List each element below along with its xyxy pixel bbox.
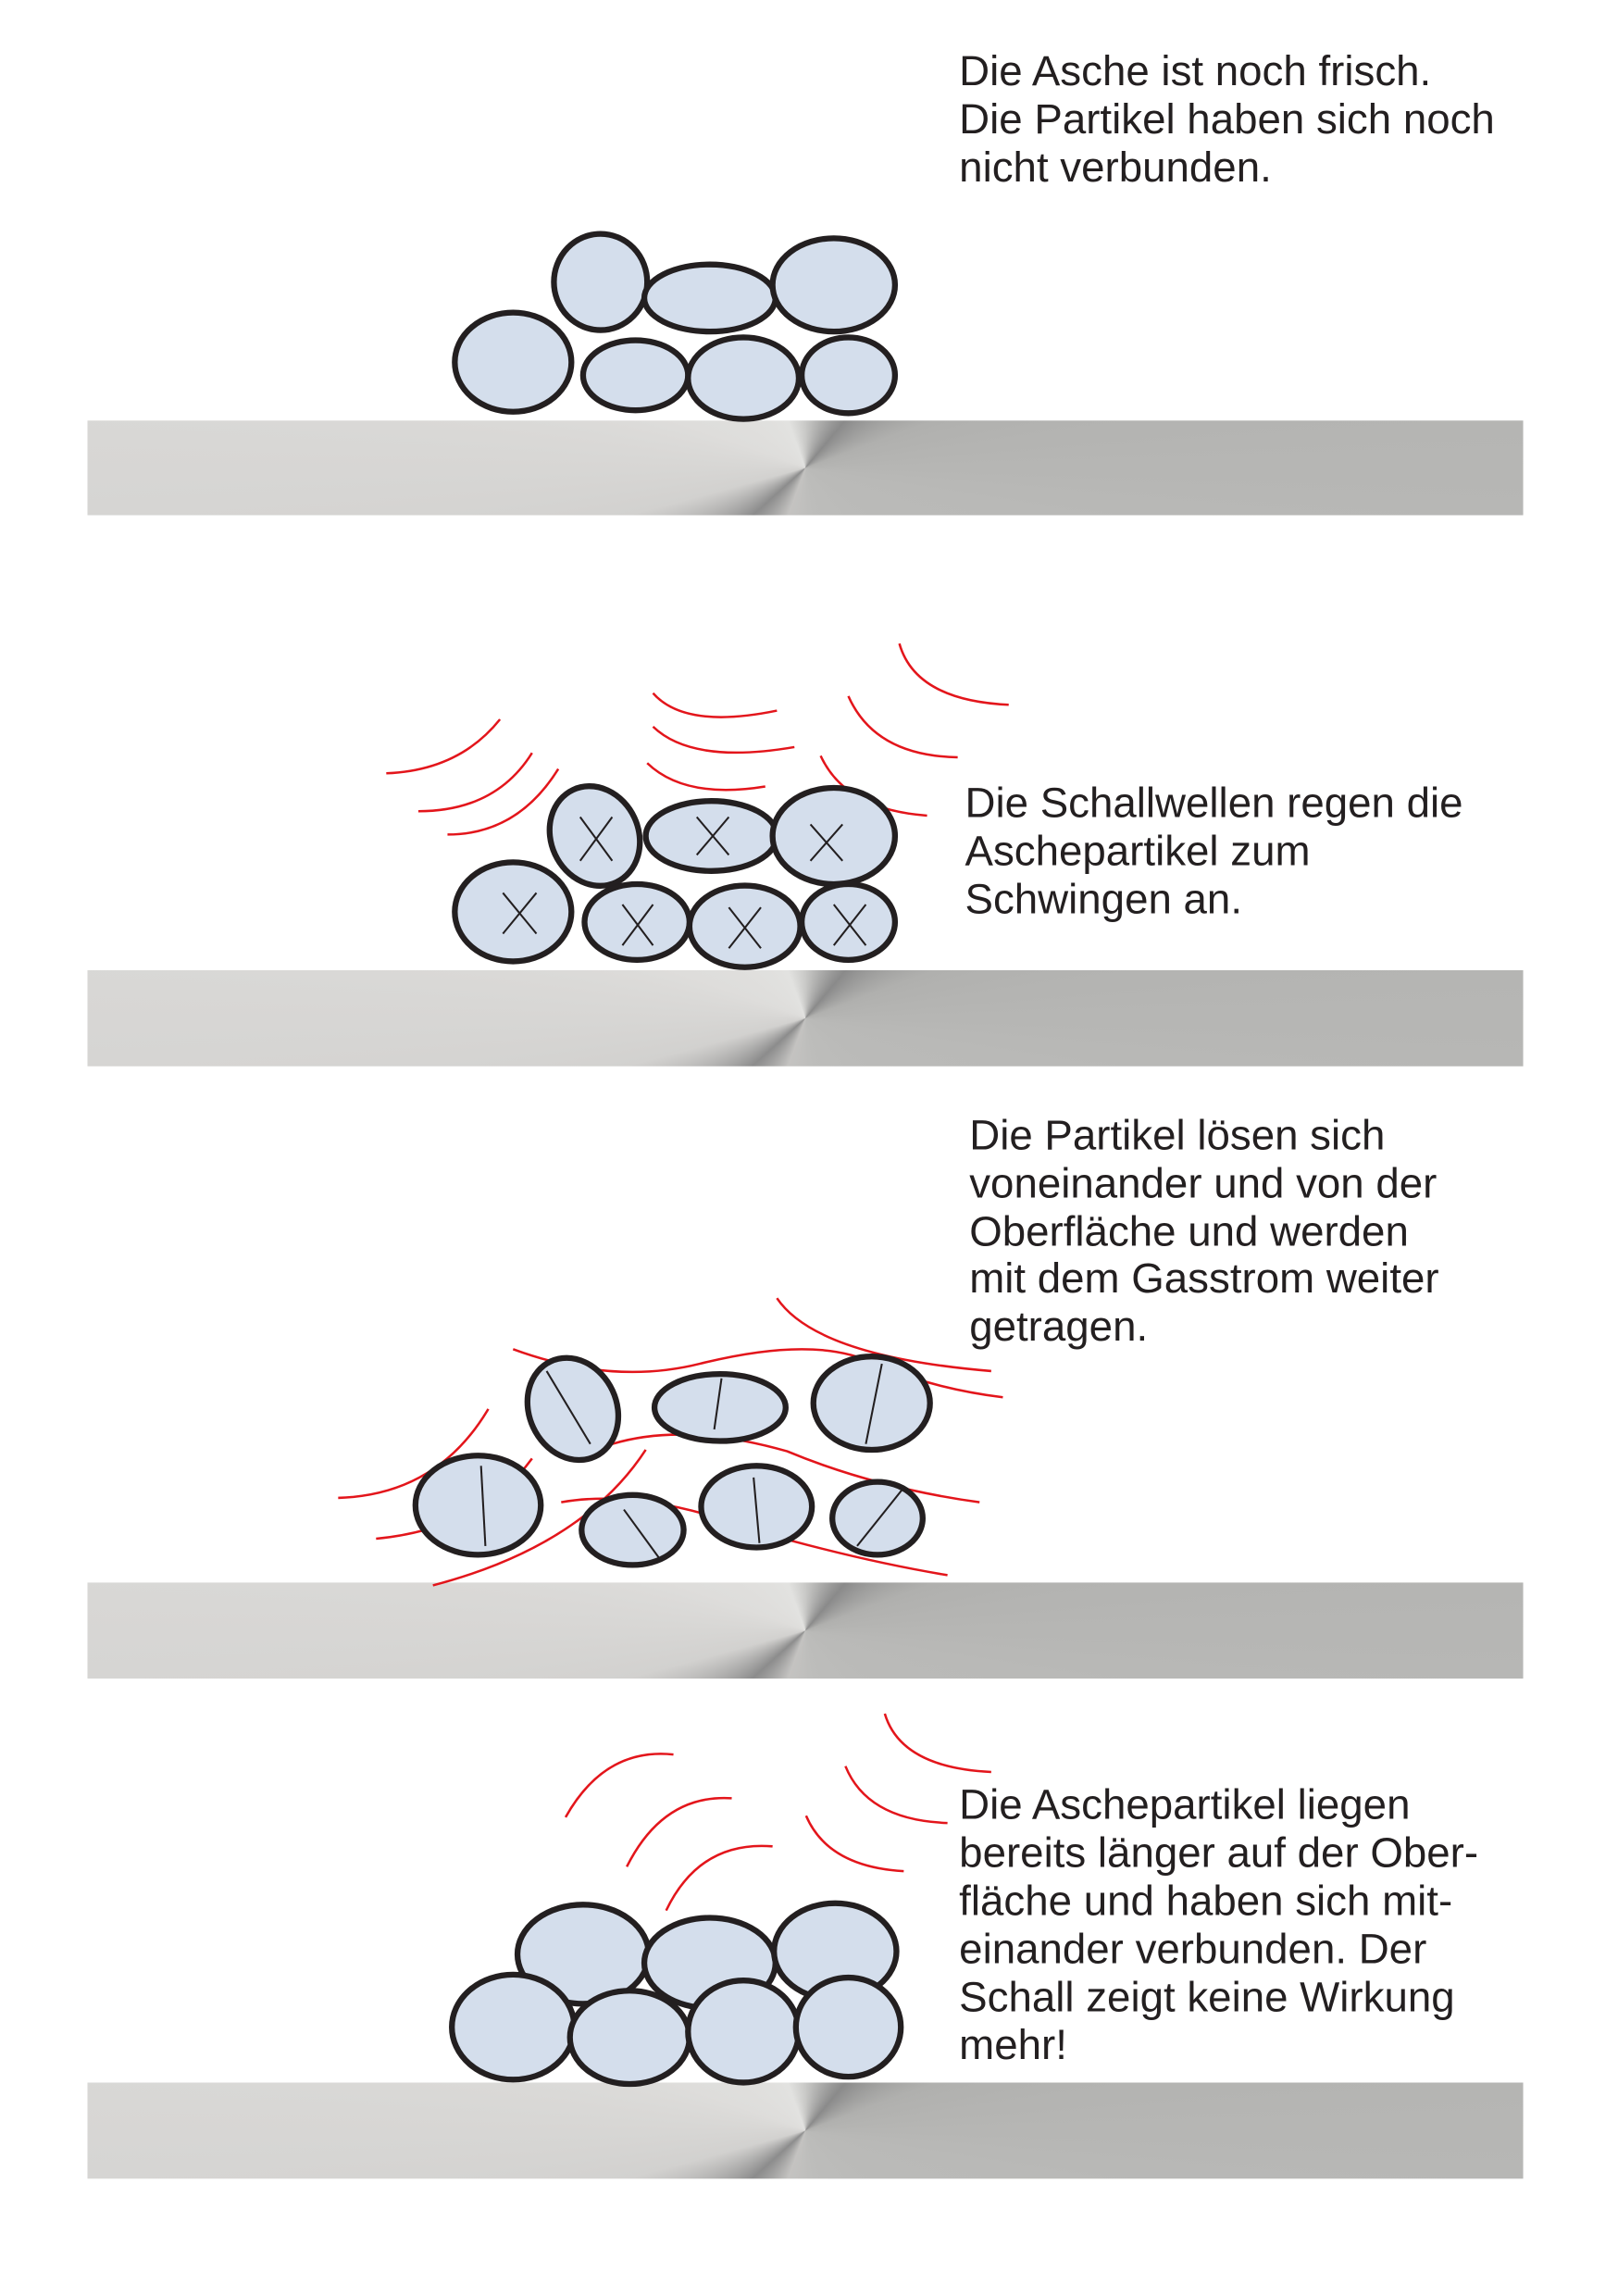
- surface-4: [87, 2082, 1524, 2179]
- surface-1: [87, 420, 1524, 516]
- particles-bonded: [449, 1900, 904, 2088]
- caption-sound-waves: Die Schallwellen regen die Aschepartikel…: [965, 780, 1475, 923]
- particles-detaching: [412, 1354, 933, 1568]
- particles-fresh: [452, 231, 899, 422]
- sound-waves-4: [564, 1713, 991, 1912]
- caption-fresh-ash: Die Asche ist noch frisch. Die Partikel …: [959, 47, 1506, 191]
- vibration-arrows: [502, 816, 867, 949]
- caption-particles-detach: Die Partikel lösen sich voneinander und …: [969, 1112, 1450, 1350]
- particles-vibrating: [452, 783, 899, 970]
- surface-3: [87, 1582, 1524, 1679]
- caption-bonded-ash: Die Aschepartikel liegen bereits länger …: [959, 1780, 1490, 2068]
- motion-arrows: [479, 1363, 905, 1559]
- surface-2: [87, 969, 1524, 1067]
